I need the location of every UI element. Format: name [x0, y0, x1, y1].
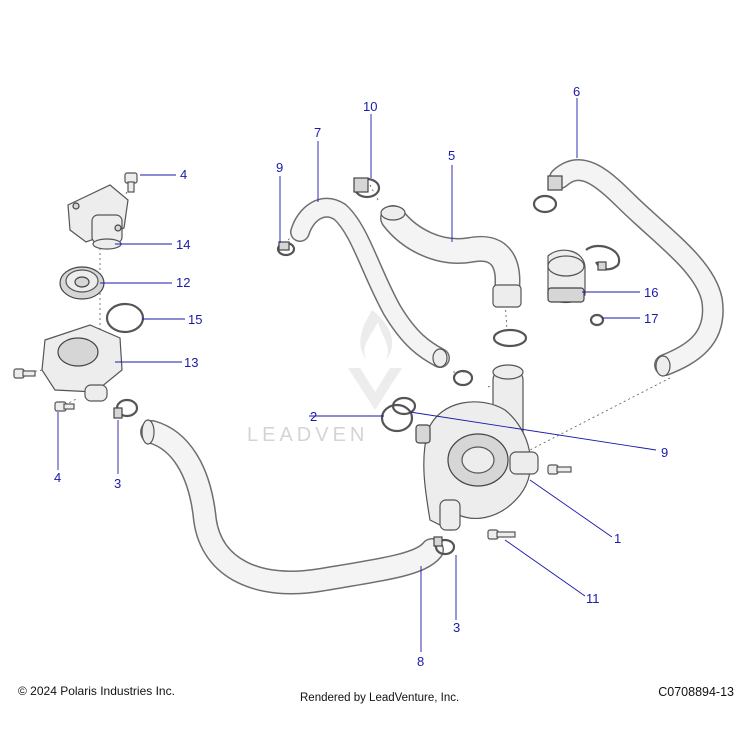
o-ring: [105, 302, 145, 334]
small-clamp: [589, 313, 605, 327]
callout-13: 13: [184, 355, 198, 370]
hose-clamp-6: [532, 175, 563, 214]
water-pump: [415, 364, 539, 531]
callout-12: 12: [176, 275, 190, 290]
bolt-left: [13, 368, 36, 379]
callout-15: 15: [188, 312, 202, 327]
copyright-text: © 2024 Polaris Industries Inc.: [18, 684, 175, 698]
callout-3-lower: 3: [453, 620, 460, 635]
callout-5: 5: [448, 148, 455, 163]
pump-bolt-lower: [487, 529, 516, 540]
drawing-code: C0708894-13: [658, 685, 734, 699]
thermostat-housing-cover: [67, 184, 129, 250]
leader-lines: [57, 98, 657, 652]
hose-clamp-10: [353, 177, 381, 199]
callout-14: 14: [176, 237, 190, 252]
hose-fitting: [547, 244, 621, 304]
bolt-top: [124, 172, 138, 193]
callout-11: 11: [586, 591, 600, 606]
bolt-lower-left: [54, 401, 75, 412]
hose-clamp-9-upper: [276, 241, 296, 257]
callout-labels: 1 2 3 3 4 4 5 6 7 8 9 9 10 11 12 13 14 1…: [54, 84, 668, 669]
bypass-hose: [290, 197, 450, 368]
callout-4-top: 4: [180, 167, 187, 182]
thermostat-housing: [41, 324, 123, 402]
watermark-text: LEADVEN: [247, 424, 369, 446]
hose-clamp-lower: [433, 536, 456, 556]
rendered-by-text: Rendered by LeadVenture, Inc.: [300, 692, 460, 704]
hose-clamp-5: [492, 328, 528, 348]
hose-clamp-7: [452, 369, 474, 387]
o-ring-2: [380, 403, 414, 433]
callout-17: 17: [644, 311, 658, 326]
callout-6: 6: [573, 84, 580, 99]
pump-bolt-right: [547, 464, 572, 475]
callout-9-upper: 9: [276, 160, 283, 175]
callout-3-left: 3: [114, 476, 121, 491]
callout-9-right: 9: [661, 445, 668, 460]
watermark-logo: [348, 310, 402, 410]
callout-16: 16: [644, 285, 658, 300]
callout-2: 2: [310, 409, 317, 424]
callout-8: 8: [417, 654, 424, 669]
thermostat: [59, 266, 105, 300]
radiator-hose-right: [549, 159, 724, 377]
callout-1: 1: [614, 531, 621, 546]
hose-clamp-left: [113, 398, 139, 419]
callout-10: 10: [363, 99, 377, 114]
upper-hose: [380, 205, 522, 308]
callout-7: 7: [314, 125, 321, 140]
lower-radiator-hose: [140, 419, 444, 595]
callout-4-lower: 4: [54, 470, 61, 485]
